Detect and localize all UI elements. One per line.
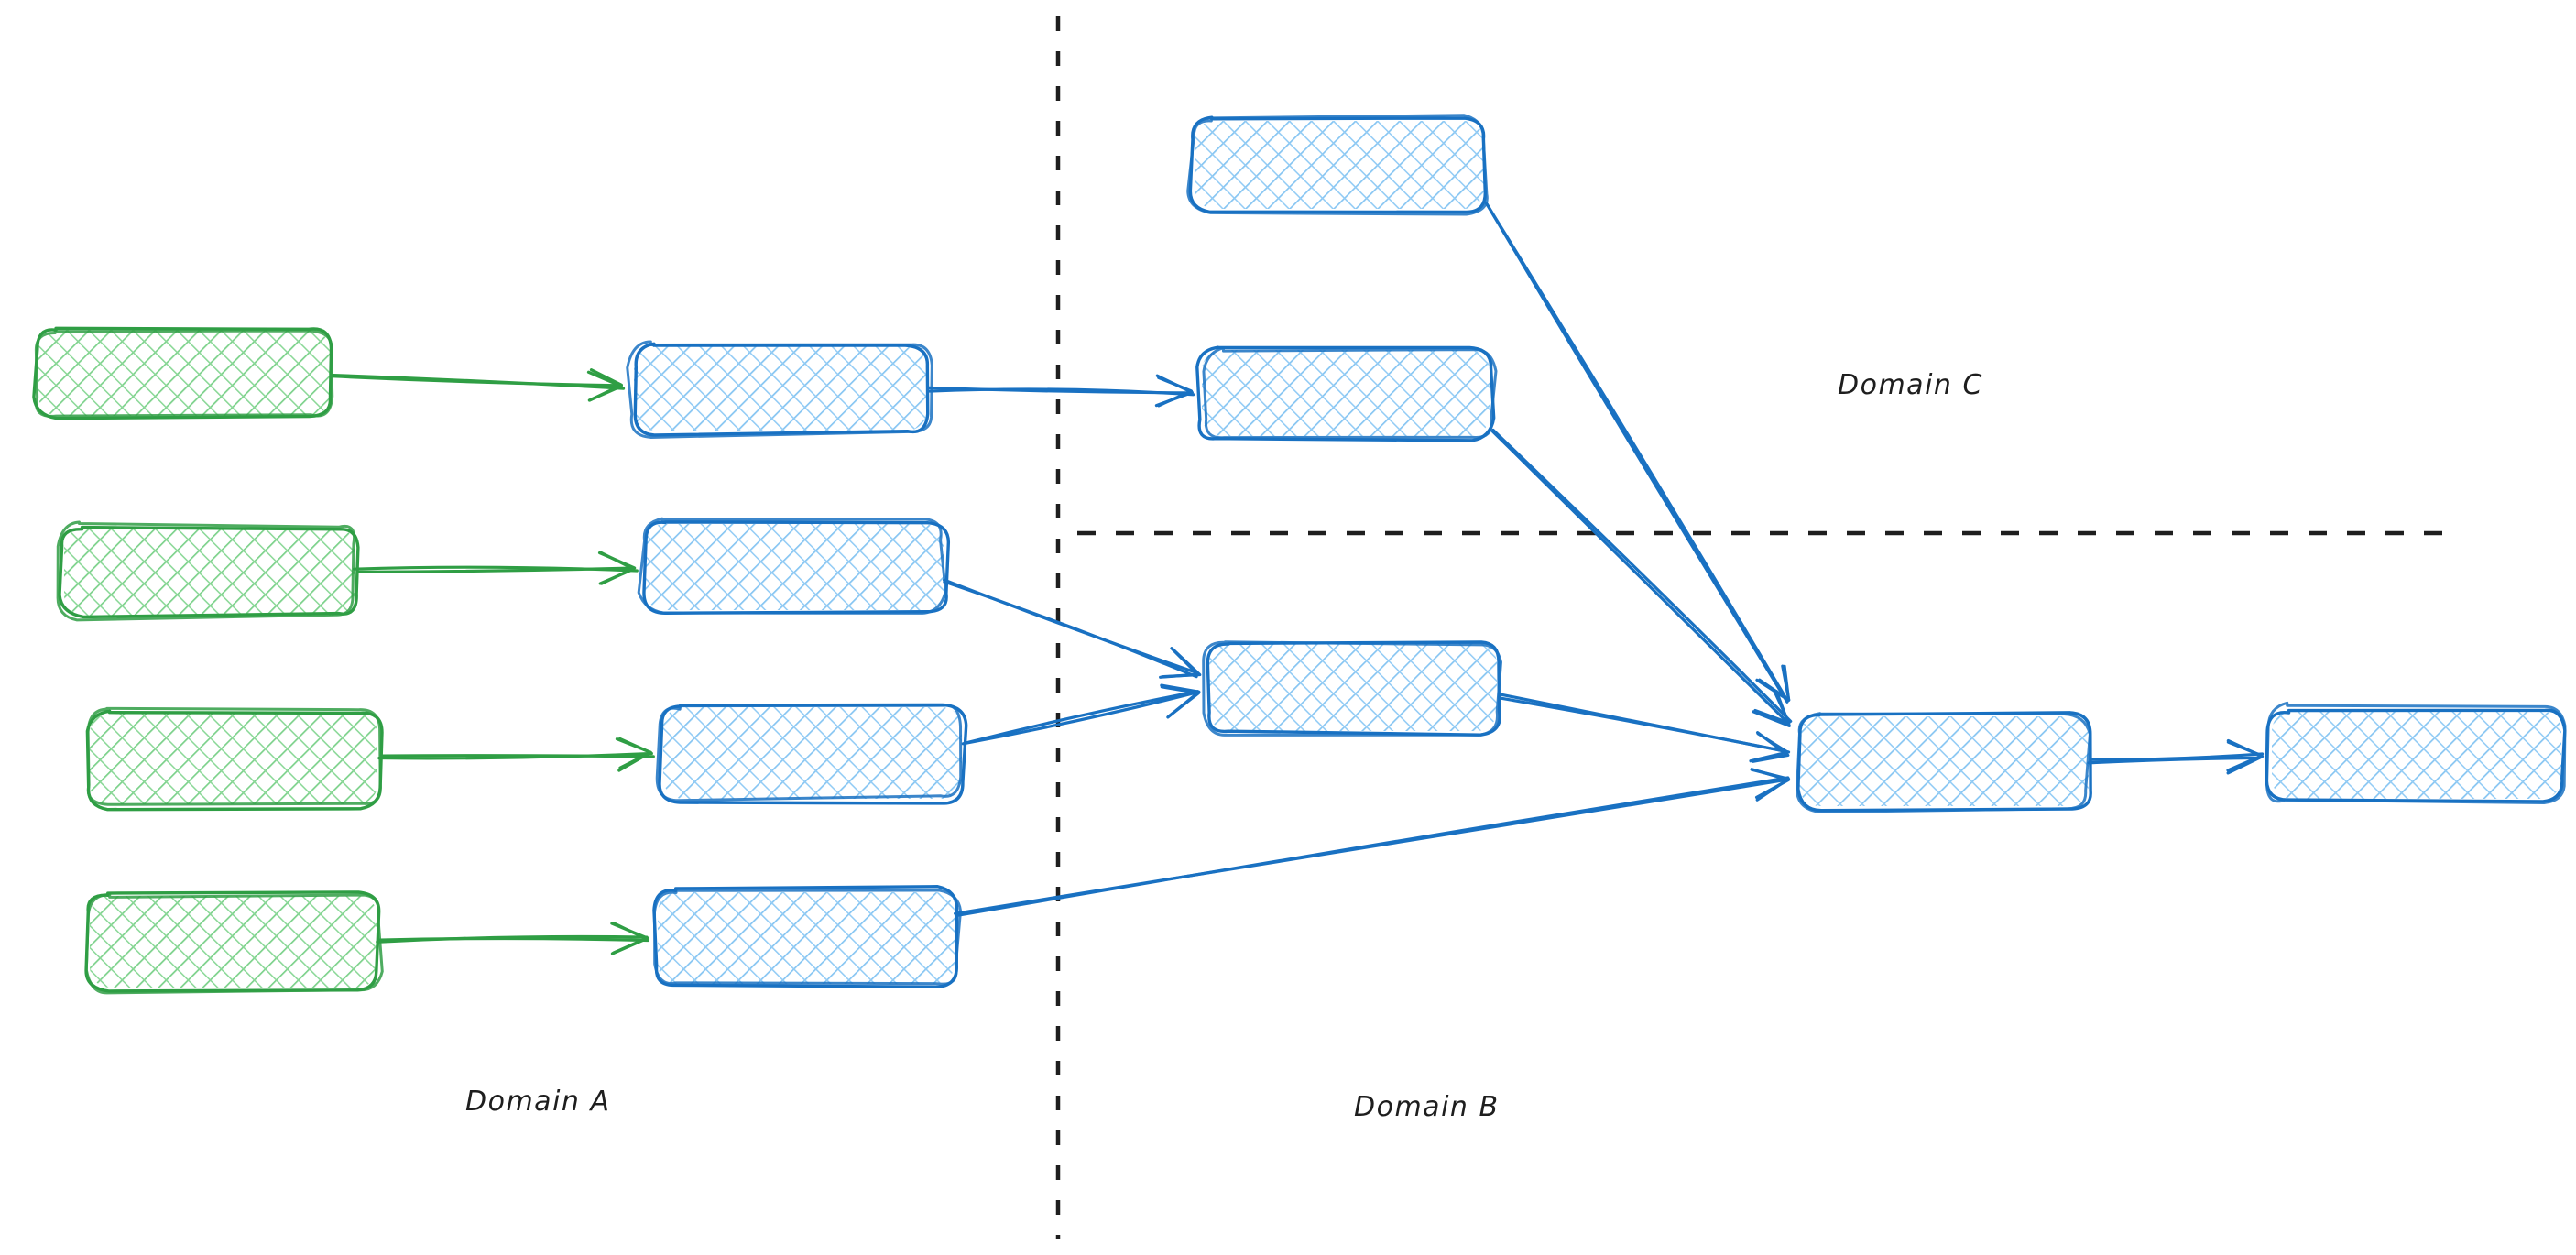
domain-label-b: Domain B <box>1354 1091 1500 1123</box>
edge-a-src-3-to-a-mid-3r <box>377 737 655 772</box>
edge-a-mid-2-to-b-low <box>943 578 1202 679</box>
domain-label-a: Domain A <box>465 1086 610 1118</box>
domain-label-c: Domain C <box>1838 369 1983 401</box>
edge-c-main-to-c-out <box>2087 738 2265 775</box>
node-b-top[interactable] <box>1186 114 1489 216</box>
node-a-mid-4r[interactable] <box>652 885 963 988</box>
node-a-src-1[interactable] <box>32 326 334 420</box>
node-a-mid-1[interactable] <box>626 340 933 439</box>
node-a-src-2[interactable] <box>56 520 360 622</box>
node-c-out[interactable] <box>2265 701 2567 804</box>
edge-a-src-4-to-a-mid-4r <box>376 922 649 955</box>
node-a-src-3[interactable] <box>85 706 384 812</box>
node-a-src-4[interactable] <box>84 890 384 995</box>
nodes-layer <box>32 114 2567 995</box>
edge-a-src-1-to-a-mid-1 <box>329 368 626 402</box>
edge-b-top-to-c-main <box>1484 202 1791 704</box>
edge-a-mid-4r-to-c-main <box>954 768 1791 918</box>
node-b-low[interactable] <box>1202 640 1503 737</box>
node-c-main[interactable] <box>1796 711 2092 813</box>
node-a-mid-2[interactable] <box>637 517 951 615</box>
edge-b-low-to-c-main <box>1497 693 1791 763</box>
edges-layer <box>329 202 2265 955</box>
edge-a-mid-1-to-b-mid <box>927 374 1195 408</box>
edge-b-mid-to-c-main <box>1490 428 1793 727</box>
node-a-mid-3r[interactable] <box>655 703 968 805</box>
node-b-mid[interactable] <box>1195 345 1498 442</box>
labels-layer: Domain A Domain B Domain C <box>465 369 1983 1123</box>
edge-a-mid-3r-to-b-low <box>961 683 1201 746</box>
dividers-layer <box>1055 16 2448 1239</box>
edge-a-src-2-to-a-mid-2 <box>352 551 639 585</box>
